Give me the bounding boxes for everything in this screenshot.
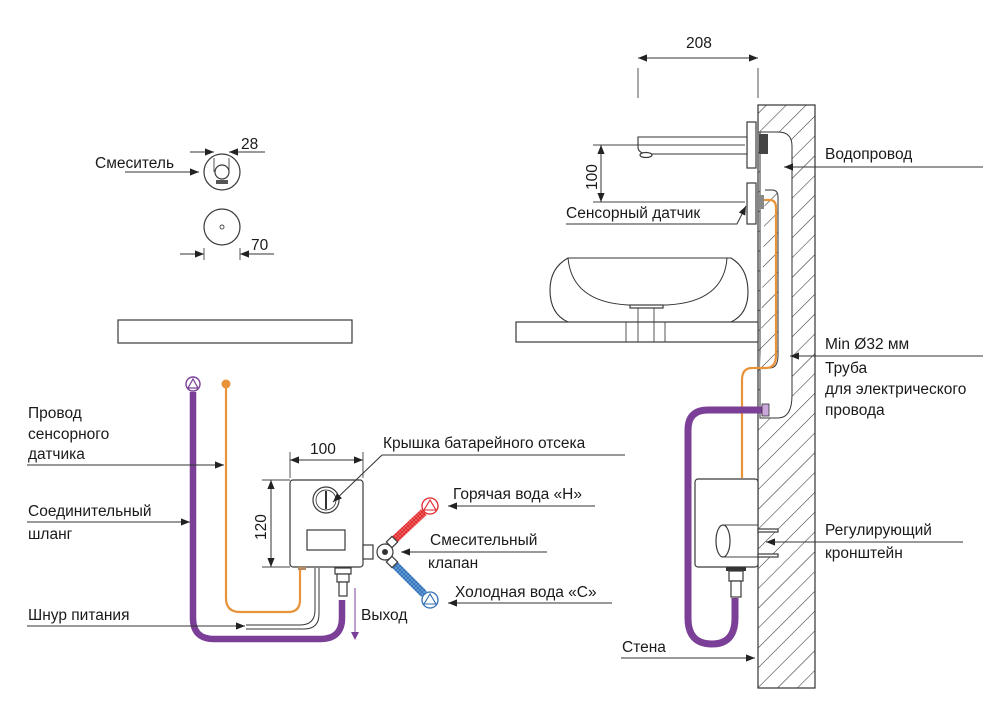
hot-water-hose	[389, 509, 427, 545]
sensor-wire-side	[740, 198, 778, 478]
dim-70: 70	[251, 237, 269, 254]
power-cord-line-b	[246, 568, 320, 630]
touch-sensor	[746, 182, 757, 225]
valve-connector	[362, 544, 374, 560]
battery-cover-label: Крышка батарейного отсека	[383, 435, 586, 452]
unit-window	[306, 529, 346, 551]
side-countertop	[515, 321, 759, 343]
mixer-spout-circle	[214, 164, 230, 180]
mixer-label: Смеситель	[95, 155, 174, 172]
mixing-valve-label-2: клапан	[428, 555, 478, 572]
touch-sensor-leader	[566, 205, 747, 225]
bracket-knob	[715, 524, 731, 558]
outlet-nut	[334, 567, 352, 575]
front-view: 100 120 Провод сенсорного датчика Соедин…	[27, 376, 625, 643]
hose-connector-triangle-icon	[186, 377, 200, 389]
wall-label: Стена	[622, 639, 666, 656]
conduit-inner-wall	[760, 189, 779, 369]
unit-outlet-body	[728, 570, 744, 582]
sensor-plate-circle	[203, 208, 241, 246]
touch-sensor-label: Сенсорный датчик	[566, 205, 700, 222]
dim-208: 208	[686, 35, 712, 52]
sensor-wire	[224, 388, 302, 614]
bracket-label-2: кронштейн	[825, 545, 903, 562]
sensor-wire-label-3: датчика	[28, 446, 85, 463]
outlet-body	[336, 573, 350, 583]
hot-water-label: Горячая вода «H»	[453, 486, 582, 503]
sensor-wire-label-2: сенсорного	[28, 426, 109, 443]
dim-100-width: 100	[310, 441, 336, 458]
connecting-hose-side	[684, 406, 765, 648]
hot-hose-nut	[385, 535, 399, 549]
mixing-valve-center	[382, 549, 388, 555]
min-diameter-label: Min Ø32 мм	[825, 336, 909, 353]
conduit-label-2: для электрического	[825, 381, 966, 398]
sensor-wire-label-1: Провод	[28, 405, 82, 422]
mixer-spout-tip	[216, 180, 228, 184]
connecting-hose-label-2: шланг	[28, 526, 73, 543]
water-supply-label: Водопровод	[825, 146, 912, 163]
countertop-slab	[117, 319, 353, 344]
power-cord-label: Шнур питания	[28, 607, 129, 624]
cold-hose-nut	[385, 555, 399, 569]
unit-outlet-stem	[730, 580, 742, 598]
sensor-wire-end-icon	[221, 379, 231, 389]
basin-drain	[629, 304, 664, 309]
cold-water-hose	[389, 559, 427, 597]
cold-inlet-triangle-icon	[423, 592, 437, 605]
dim-28: 28	[241, 136, 258, 153]
battery-cover-leader-d	[332, 454, 383, 503]
mixing-valve-label-1: Смесительный	[430, 532, 537, 549]
spout-aerator	[639, 151, 653, 159]
sensor-plate-eye	[219, 224, 225, 230]
bracket-label-1: Регулирующий	[825, 522, 932, 539]
outlet-label: Выход	[361, 607, 407, 624]
spout-nut	[759, 134, 768, 154]
sensor-nut	[758, 195, 764, 209]
outlet-arrow-icon	[351, 632, 359, 640]
bracket-plate-top	[757, 528, 779, 533]
washbasin	[549, 257, 749, 323]
unit-wire-gland	[298, 567, 306, 570]
conduit-label-3: провода	[825, 402, 885, 419]
top-view: Смеситель 28 70	[95, 136, 274, 260]
dim-100-side: 100	[584, 164, 601, 190]
connecting-hose-label-1: Соединительный	[28, 503, 152, 520]
hot-inlet-triangle-icon	[423, 498, 437, 511]
outlet-stem	[338, 581, 348, 597]
spout	[637, 136, 748, 155]
dim-120-height: 120	[253, 514, 270, 540]
unit-outlet-nut	[726, 567, 746, 571]
wall-hose-fitting	[761, 403, 770, 417]
side-view: 208 100 Водопровод Сенсорный датчик M	[515, 35, 983, 689]
bracket-plate-bottom	[757, 553, 779, 558]
conduit-label-1: Труба	[825, 360, 867, 377]
spout-flange	[746, 121, 757, 169]
power-cord-line-a	[246, 568, 316, 626]
cold-water-label: Холодная вода «C»	[455, 584, 597, 601]
